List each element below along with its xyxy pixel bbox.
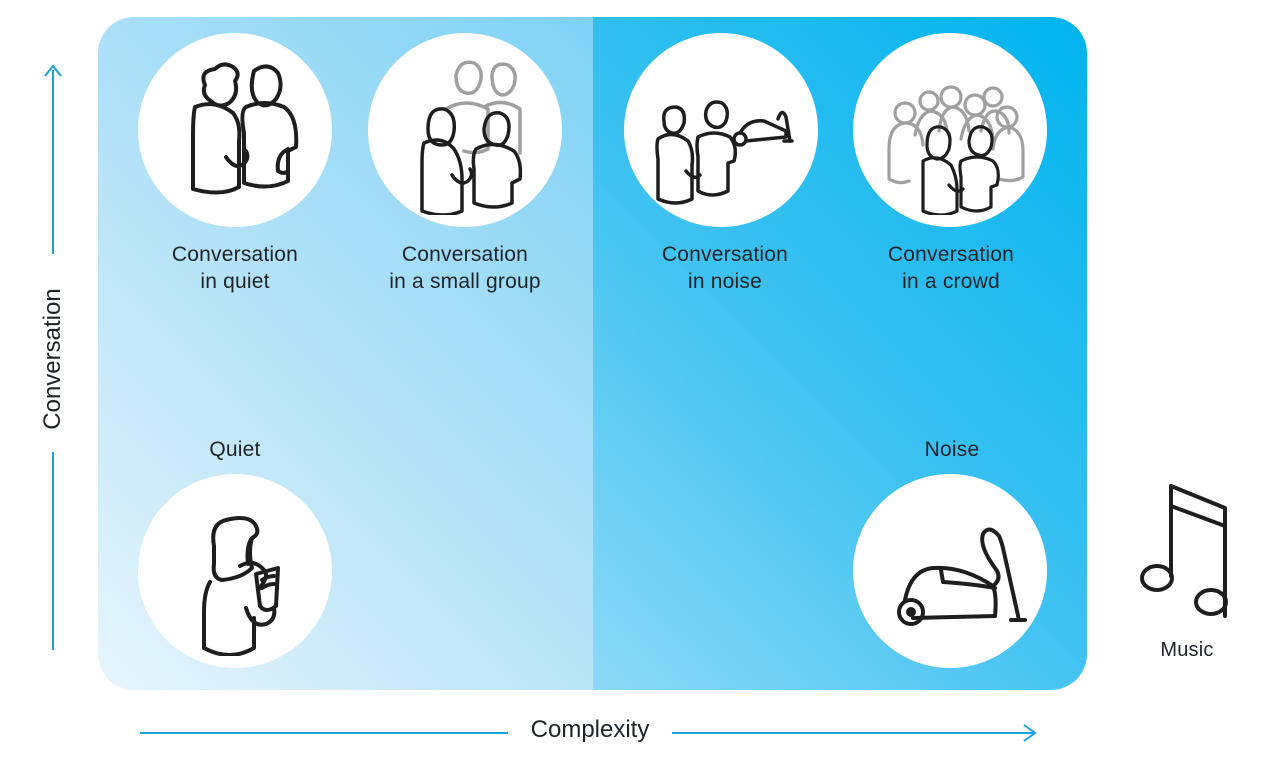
label-quiet: Quiet (209, 438, 261, 461)
label-noise: Noise (924, 438, 980, 461)
scene-conversation-in-noise (624, 33, 818, 227)
label-conversation-in-quiet: Conversation in quiet (171, 243, 299, 293)
x-axis-label: Complexity (530, 716, 650, 743)
y-axis-line-lower (52, 452, 54, 650)
x-axis-line-right (672, 732, 1034, 734)
label-conversation-in-crowd: Conversation in a crowd (887, 243, 1015, 293)
scene-conversation-small-group (368, 33, 562, 227)
label-conversation-small-group: Conversation in a small group (389, 243, 541, 293)
x-axis-line-left (140, 732, 508, 734)
label-music: Music (1160, 639, 1214, 661)
music-note-icon (1140, 484, 1228, 618)
crowd-icon (887, 85, 1025, 215)
scene-quiet (138, 474, 332, 668)
label-conversation-in-noise: Conversation in noise (661, 243, 789, 293)
people-with-vacuum-icon (655, 100, 794, 205)
scene-noise (853, 474, 1047, 668)
scene-conversation-in-quiet (138, 33, 332, 227)
scene-conversation-in-crowd (853, 33, 1047, 227)
y-axis-line-upper (52, 70, 54, 254)
two-people-talking-icon (191, 62, 299, 195)
y-axis-label: Conversation (39, 288, 66, 430)
y-axis-arrowhead-icon (44, 64, 62, 77)
vacuum-cleaner-icon (897, 527, 1027, 626)
person-reading-icon (202, 516, 280, 656)
small-group-icon (420, 60, 523, 215)
x-axis-arrowhead-icon (1023, 724, 1037, 742)
